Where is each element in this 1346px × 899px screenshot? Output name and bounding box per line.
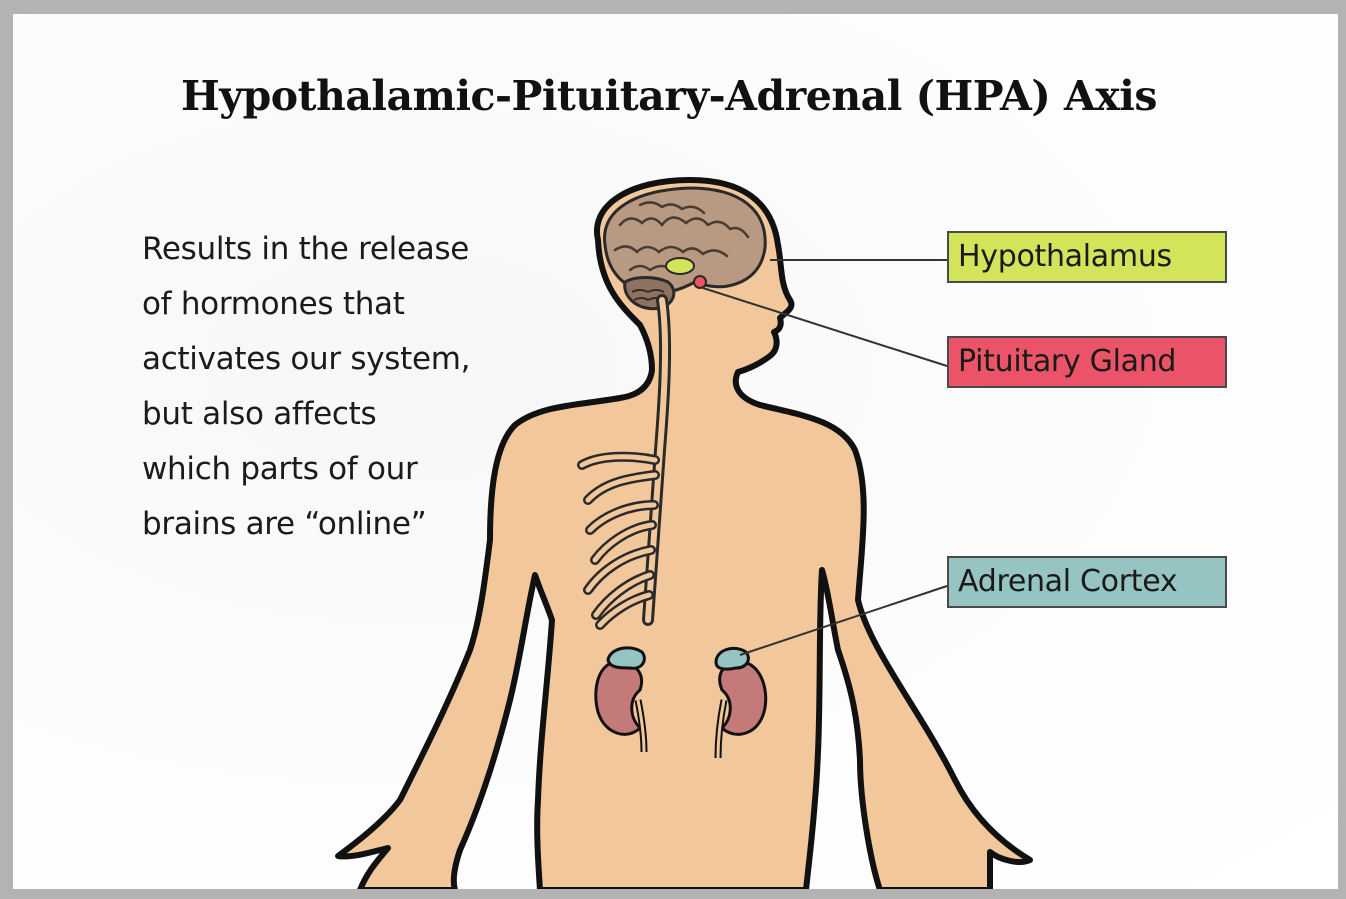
right-adrenal-gland — [716, 648, 748, 669]
brain — [605, 188, 766, 293]
pituitary-region — [694, 276, 706, 288]
hpa-body-diagram — [13, 14, 1338, 889]
pituitary-gland-label: Pituitary Gland — [947, 336, 1227, 388]
left-adrenal-gland — [608, 648, 644, 668]
adrenal-cortex-label: Adrenal Cortex — [947, 556, 1227, 608]
slide: Hypothalamic-Pituitary-Adrenal (HPA) Axi… — [13, 14, 1338, 889]
hypothalamus-label: Hypothalamus — [947, 231, 1227, 283]
hypothalamus-region — [666, 258, 694, 274]
